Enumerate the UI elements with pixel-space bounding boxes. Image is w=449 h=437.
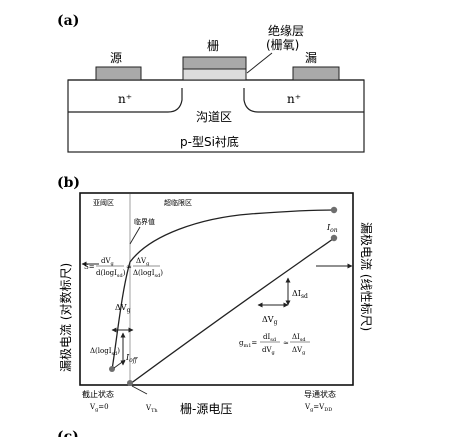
plot-frame xyxy=(79,192,354,386)
superthreshold-region-label: 超临限区 xyxy=(164,198,192,207)
delta-vg-log-label: ΔVg xyxy=(115,303,131,314)
svg-text:dVg: dVg xyxy=(101,257,115,267)
insulator-sublabel: (栅氧) xyxy=(266,37,299,52)
svg-text:gm1=: gm1= xyxy=(239,339,257,349)
svg-text:≈: ≈ xyxy=(126,263,132,271)
substrate-label: p-型Si衬底 xyxy=(180,134,239,149)
n-plus-region-boundary xyxy=(68,88,364,113)
threshold-point xyxy=(127,380,133,386)
off-current-point xyxy=(109,366,115,372)
log-scale-curve xyxy=(111,209,335,371)
subthreshold-region-label: 亚阈区 xyxy=(93,198,114,207)
insulator-leader-line xyxy=(246,52,273,74)
panel-a-label: (a) xyxy=(57,13,79,29)
vth-pointer xyxy=(131,385,148,395)
svg-text:Δ(logIsd): Δ(logIsd) xyxy=(133,269,163,279)
cutoff-vg-label: Vg=0 xyxy=(89,403,109,413)
ioff-label: Ioff xyxy=(125,353,139,364)
substrate-block xyxy=(67,79,365,153)
delta-vg-linear-label: ΔVg xyxy=(262,315,278,326)
linear-scale-curve xyxy=(129,237,335,385)
panel-c-label: (c) xyxy=(57,429,79,437)
source-label: 源 xyxy=(110,51,122,65)
critical-value-label: 临界值 xyxy=(134,217,155,226)
n-plus-right-label: n⁺ xyxy=(287,92,301,106)
x-axis-title: 栅-源电压 xyxy=(180,401,232,416)
subthreshold-swing-formula: S= dVg d(logIsd) ≈ ΔVg Δ(logIsd) xyxy=(84,257,163,279)
drain-contact xyxy=(292,66,340,81)
ion-label: Ion xyxy=(326,223,338,234)
cutoff-state-label: 截止状态 xyxy=(82,389,114,399)
y-axis-left-title: 漏极电流 (对数标尺) xyxy=(58,263,73,372)
svg-text:d(logIsd): d(logIsd) xyxy=(96,269,126,279)
ioff-pointer xyxy=(113,359,126,369)
on-vg-label: Vg=VDD xyxy=(304,403,332,413)
drain-label: 漏 xyxy=(305,51,317,65)
panel-b-label: (b) xyxy=(57,175,80,191)
svg-text:≈: ≈ xyxy=(283,339,289,347)
svg-text:ΔVg: ΔVg xyxy=(292,346,306,356)
gate-oxide xyxy=(182,68,247,81)
gate-contact xyxy=(182,56,247,70)
svg-text:dVg: dVg xyxy=(262,346,276,356)
channel-label: 沟道区 xyxy=(196,110,232,124)
on-current-point-log xyxy=(330,206,338,214)
gate-label: 栅 xyxy=(207,38,219,53)
n-plus-left-label: n⁺ xyxy=(118,92,132,106)
on-state-label: 导通状态 xyxy=(304,389,336,399)
on-current-point-linear xyxy=(330,234,338,242)
delta-id-label: ΔIsd xyxy=(292,289,308,300)
y-axis-right-title: 漏极电流 (线性标尺) xyxy=(359,222,373,331)
svg-text:ΔIsd: ΔIsd xyxy=(292,333,306,343)
transconductance-formula: gm1= dIsd dVg ≈ ΔIsd ΔVg xyxy=(239,333,310,356)
source-contact xyxy=(95,66,142,81)
svg-text:S=: S= xyxy=(84,263,95,271)
insulator-label: 绝缘层 xyxy=(268,23,304,38)
svg-text:dIsd: dIsd xyxy=(263,333,277,343)
svg-text:ΔVg: ΔVg xyxy=(136,257,150,267)
delta-logid-label: Δ(logIsd) xyxy=(90,347,120,357)
vth-label: VTh xyxy=(145,404,158,414)
critical-pointer xyxy=(129,226,141,245)
